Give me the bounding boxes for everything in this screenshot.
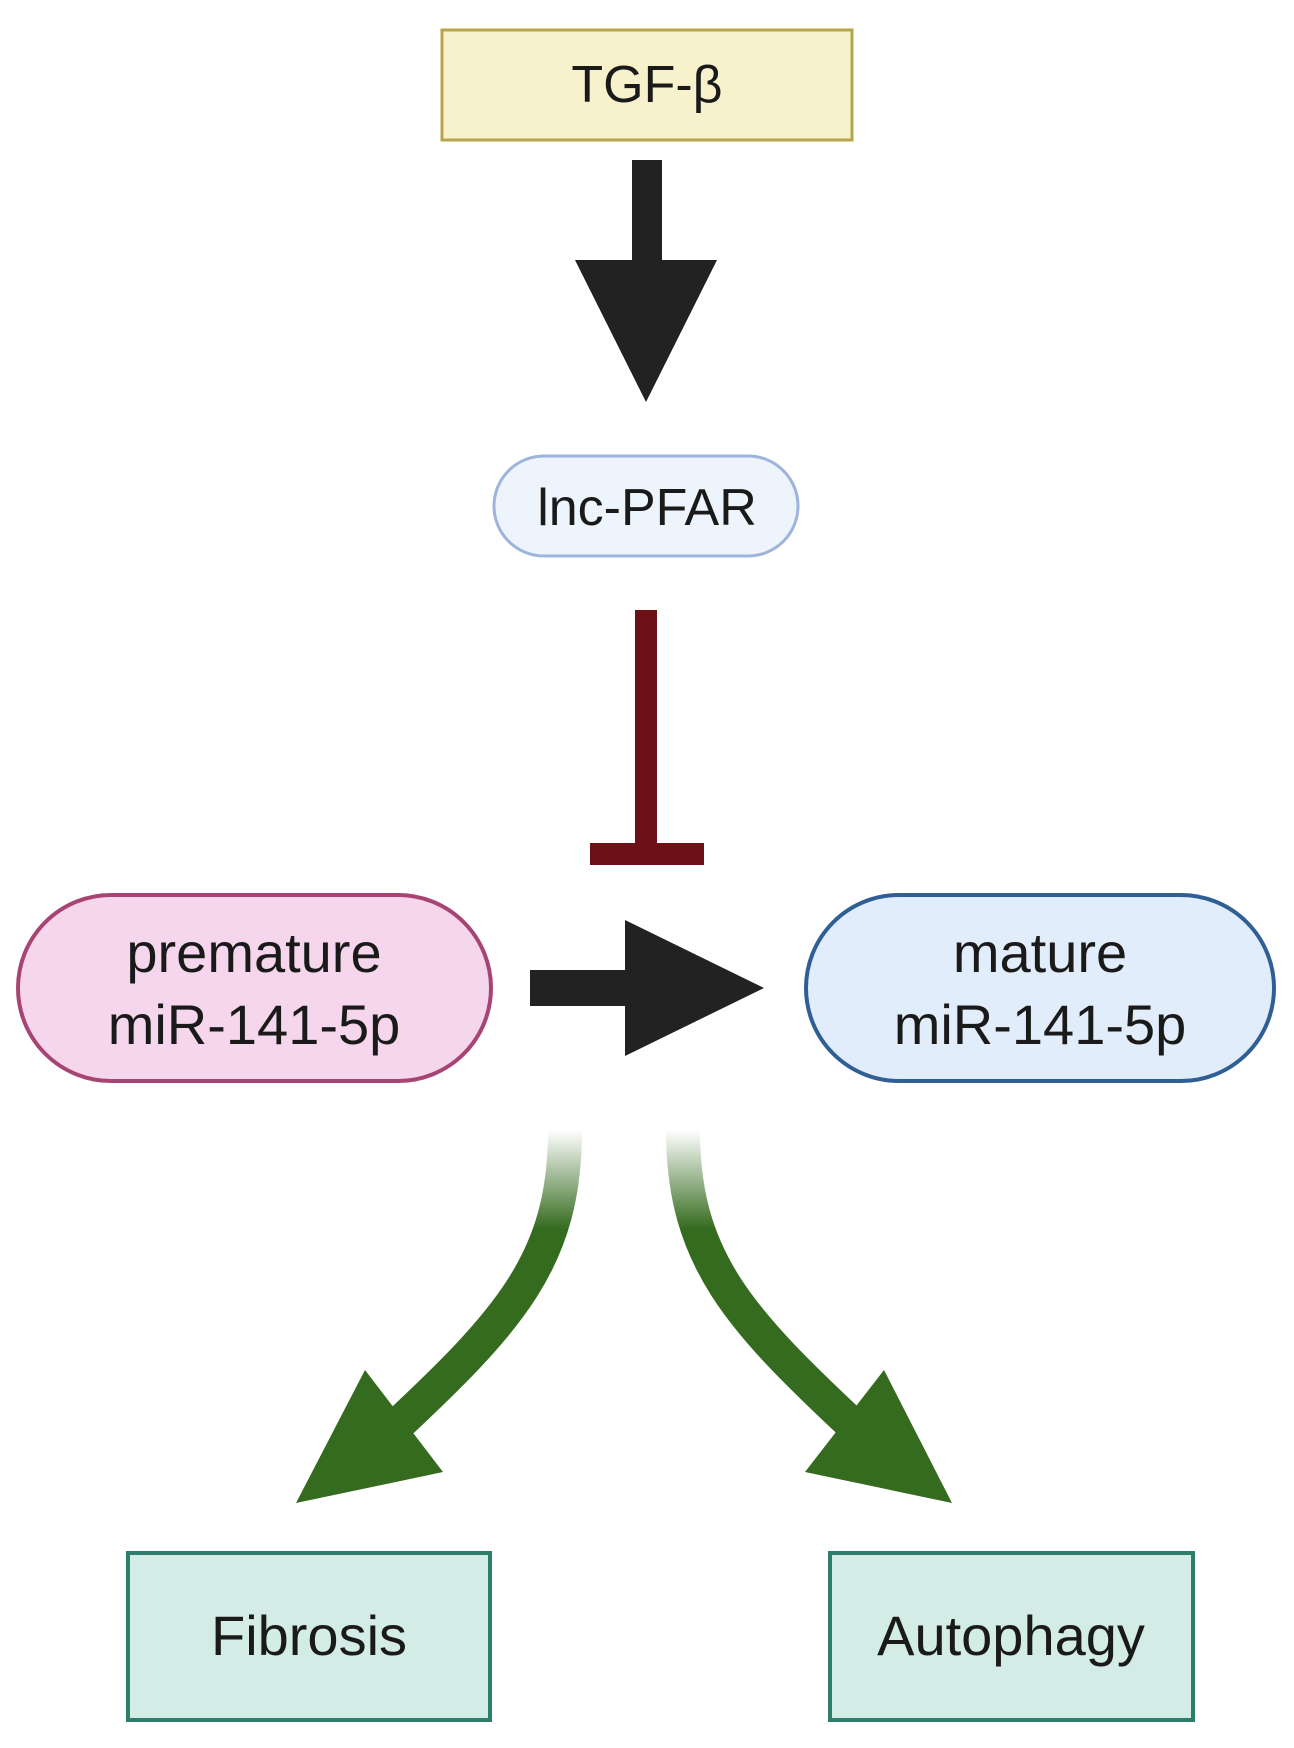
autophagy-box bbox=[828, 1551, 1195, 1722]
node-fibrosis: Fibrosis bbox=[126, 1551, 492, 1722]
arrow-tgf-shaft bbox=[632, 160, 662, 265]
arrow-premature-to-mature bbox=[530, 920, 764, 1056]
node-lnc-pfar: lnc-PFAR bbox=[492, 454, 800, 558]
lnc-pfar-box bbox=[492, 454, 800, 558]
inhibition-bar bbox=[590, 843, 704, 865]
mature-mir-line1: mature bbox=[953, 921, 1127, 984]
mature-mir-box bbox=[804, 893, 1276, 1083]
node-mature-mir: mature miR-141-5p bbox=[804, 893, 1276, 1083]
arrow-tgf-to-lnc bbox=[575, 160, 717, 402]
node-tgf-beta: TGF-β bbox=[440, 28, 854, 142]
fibrosis-arrow-head bbox=[296, 1370, 443, 1503]
arrow-tgf-head bbox=[575, 260, 717, 402]
mature-mir-line2: miR-141-5p bbox=[894, 993, 1187, 1056]
fibrosis-box bbox=[126, 1551, 492, 1722]
fibrosis-label: Fibrosis bbox=[211, 1604, 407, 1667]
tgf-beta-box bbox=[440, 28, 854, 142]
fibrosis-arrow-shaft bbox=[378, 1129, 582, 1445]
node-premature-mir: premature miR-141-5p bbox=[16, 893, 493, 1083]
autophagy-label: Autophagy bbox=[877, 1604, 1145, 1667]
tgf-beta-label: TGF-β bbox=[571, 56, 722, 114]
autophagy-arrow-shaft bbox=[666, 1129, 872, 1445]
arrow-to-fibrosis bbox=[296, 1129, 582, 1503]
premature-mir-line1: premature bbox=[126, 921, 381, 984]
premature-mir-box bbox=[16, 893, 493, 1083]
arrow-to-autophagy bbox=[666, 1129, 952, 1503]
autophagy-arrow-head bbox=[805, 1370, 952, 1503]
node-autophagy: Autophagy bbox=[828, 1551, 1195, 1722]
inhibition-stem bbox=[635, 610, 657, 860]
premature-mir-line2: miR-141-5p bbox=[108, 993, 401, 1056]
inhibition-lnc-to-processing bbox=[590, 610, 704, 865]
processing-arrow-head bbox=[625, 920, 764, 1056]
lnc-pfar-label: lnc-PFAR bbox=[537, 479, 757, 537]
processing-arrow-shaft bbox=[530, 970, 630, 1006]
